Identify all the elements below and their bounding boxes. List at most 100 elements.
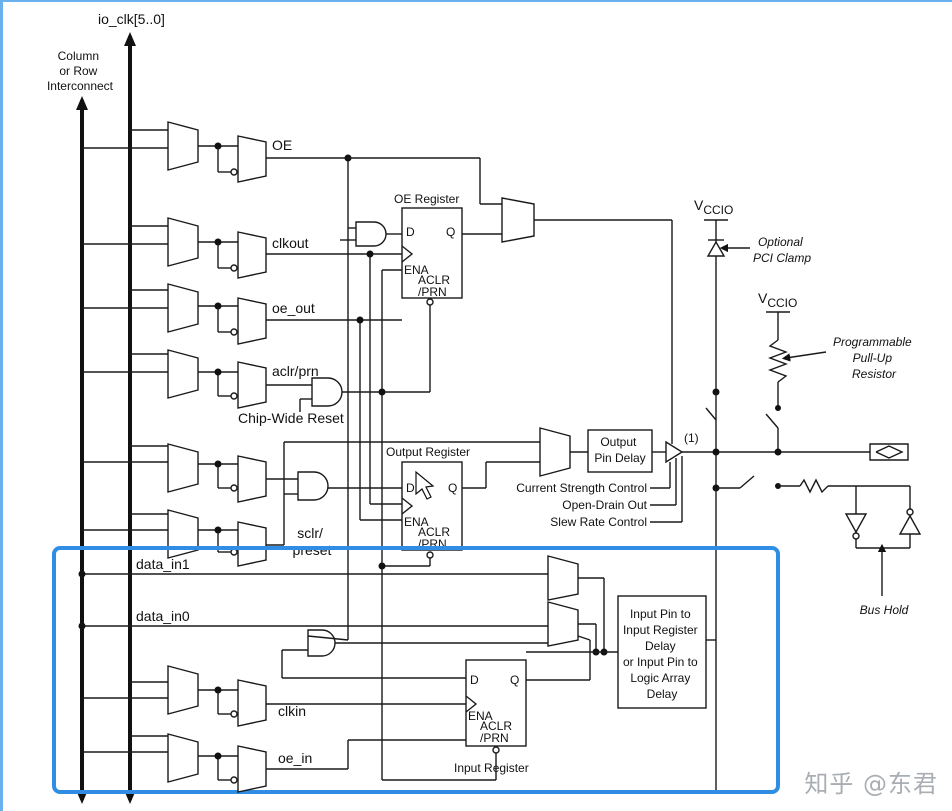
watermark: 知乎 @东君: [804, 770, 938, 798]
oe-output-mux: [501, 197, 535, 243]
pci-clamp-diode: [706, 240, 726, 257]
bus-hold-buffer-up: [898, 514, 922, 535]
input-and-gate: [307, 629, 336, 657]
bus-hold-label: Bus Hold: [860, 603, 909, 617]
output-pin-delay-l1: Output: [600, 435, 637, 449]
bus-hold-resistor: [799, 478, 829, 494]
clkout-mux: [167, 217, 199, 267]
aclr-prn-label: aclr/prn: [272, 363, 319, 379]
interconnect-label: Column or Row Interconnect: [47, 49, 114, 93]
aclr-prn-buffer: [237, 361, 267, 409]
oe-buffer: [237, 135, 267, 183]
input-delay-label: Input Pin to Input Register Delay or Inp…: [623, 607, 701, 701]
io-clk-label: io_clk[5..0]: [98, 11, 165, 27]
data-in1-label: data_in1: [136, 556, 190, 572]
aclr-prn-mux: [167, 349, 199, 399]
pull-up-label: Programmable Pull-Up Resistor: [833, 335, 915, 381]
interconnect-label-l3: Interconnect: [47, 79, 114, 93]
input-register: [465, 659, 527, 747]
oe-out-mux: [167, 283, 199, 333]
output-path-mux: [539, 427, 571, 477]
in-reg-ena: ENA: [468, 709, 493, 723]
row-oe-out: [82, 283, 402, 345]
output-pin-delay-l2: Pin Delay: [594, 451, 645, 465]
row-data-out: [82, 443, 402, 503]
vccio-2: VCCIO: [758, 290, 797, 310]
pci-clamp-l1: Optional: [758, 235, 803, 249]
pull-up-l2: Pull-Up: [853, 351, 893, 365]
out-reg-ena: ENA: [404, 515, 429, 529]
out-reg-q: Q: [448, 481, 457, 495]
in-reg-aclr: ACLR: [480, 719, 512, 733]
clkin-label: clkin: [278, 703, 306, 719]
oe-register: [401, 207, 463, 299]
input-delay-l4: or Input Pin to: [623, 655, 698, 669]
oe-in-mux: [167, 733, 199, 783]
data-out-buffer: [237, 455, 267, 503]
in-reg-prn: /PRN: [480, 731, 509, 745]
note-1: (1): [684, 431, 699, 445]
row-data-in0: [78, 622, 548, 630]
input-delay-l1: Input Pin to: [630, 607, 691, 621]
input-register-title: Input Register: [454, 761, 529, 775]
oe-in-label: oe_in: [278, 750, 312, 766]
clkout-buffer: [237, 231, 267, 279]
clkout-label: clkout: [272, 235, 309, 251]
pci-clamp-label: Optional PCI Clamp: [753, 235, 811, 265]
interconnect-label-l1: Column: [58, 49, 99, 63]
bus-hold-buffer-down: [844, 513, 868, 534]
input-delay-l5: Logic Array: [630, 671, 690, 685]
input-path-highlight: [52, 546, 780, 794]
in-reg-d: D: [470, 673, 479, 687]
chip-wide-reset-label: Chip-Wide Reset: [238, 410, 344, 426]
data-in0-label: data_in0: [136, 608, 190, 624]
in-reg-q: Q: [510, 673, 519, 687]
frame-top-edge: [0, 0, 952, 2]
interconnect-bus-arrow-top: [76, 96, 88, 110]
frame-left-edge: [0, 0, 3, 811]
vccio-1-sub: CCIO: [703, 203, 733, 217]
row-oe-in: [82, 733, 466, 793]
open-drain-label: Open-Drain Out: [562, 498, 647, 512]
io-pad: [869, 443, 909, 461]
oe-reg-d: D: [406, 225, 415, 239]
oe-in-buffer: [237, 745, 267, 793]
input-delay-l3: Delay: [645, 639, 676, 653]
row-clkout: [82, 217, 402, 279]
oe-reg-ena: ENA: [404, 263, 429, 277]
output-pin-delay-label: Output Pin Delay: [594, 435, 645, 465]
mouse-cursor-icon: [415, 470, 435, 500]
out-reg-aclr: ACLR: [418, 525, 450, 539]
row-data-in1: [78, 570, 548, 578]
interconnect-label-l2: or Row: [59, 64, 97, 78]
output-register-title: Output Register: [386, 445, 470, 459]
clkin-buffer: [237, 679, 267, 727]
sclr-preset-label: sclr/ preset: [293, 525, 332, 558]
pull-up-l3: Resistor: [852, 367, 897, 381]
slew-rate-label: Slew Rate Control: [550, 515, 647, 529]
data-out-mux: [167, 443, 199, 493]
oe-reg-aclr: ACLR: [418, 273, 450, 287]
sclr-buffer: [237, 521, 267, 567]
output-buffer: [665, 440, 684, 464]
pull-up-l1: Programmable: [833, 335, 912, 349]
vccio-1: VCCIO: [694, 197, 733, 217]
sclr-preset-l1: sclr/: [297, 525, 323, 541]
sclr-mux: [167, 509, 199, 559]
vccio-2-sub: CCIO: [767, 296, 797, 310]
oe-out-buffer: [237, 297, 267, 345]
current-strength-label: Current Strength Control: [516, 481, 647, 495]
row-aclr-prn: [82, 349, 382, 412]
oe-out-label: oe_out: [272, 300, 315, 316]
oe-reg-q: Q: [446, 225, 455, 239]
io-clk-bus-arrow-top: [124, 32, 136, 46]
oe-register-title: OE Register: [394, 192, 459, 206]
reset-and-gate: [311, 377, 343, 407]
oe-reg-prn: /PRN: [418, 285, 447, 299]
data-in1-mux: [547, 555, 579, 601]
input-delay-block: [617, 595, 707, 709]
out-reg-d: D: [406, 481, 415, 495]
input-delay-l2: Input Register: [623, 623, 698, 637]
